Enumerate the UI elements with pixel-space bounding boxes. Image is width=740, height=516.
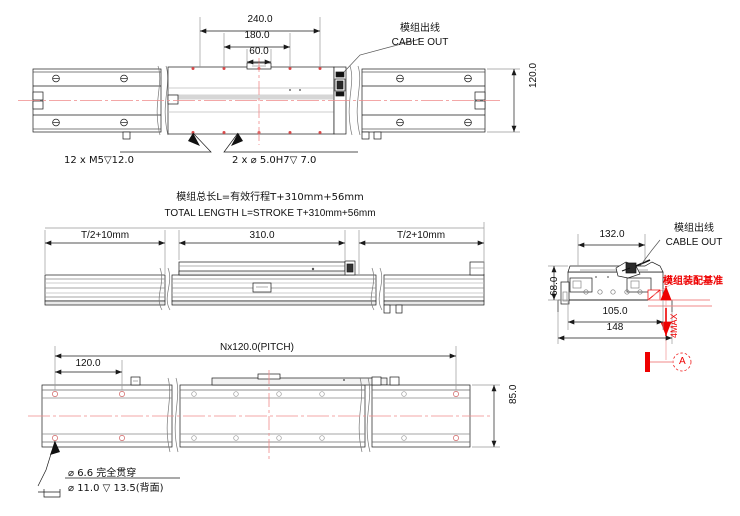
bottom-view-geometry bbox=[28, 370, 492, 460]
top-view-dimension-lines bbox=[199, 17, 520, 133]
dim-bottom-first-pitch: 120.0 bbox=[75, 358, 101, 369]
dim-bottom-height-85: 85.0 bbox=[508, 384, 519, 404]
cable-out-label-cn-top: 模组出线 bbox=[400, 23, 440, 34]
dim-front-right-segment: T/2+10mm bbox=[396, 230, 446, 241]
top-view-geometry bbox=[18, 58, 500, 145]
front-note-cn: 模组总长L=有效行程T+310mm+56mm bbox=[176, 192, 364, 203]
bottom-view-dimension-lines bbox=[54, 346, 500, 448]
dim-side-base-width-148: 148 bbox=[606, 322, 624, 333]
side-view-cable-leader bbox=[639, 239, 661, 267]
dim-front-left-segment: T/2+10mm bbox=[80, 230, 130, 241]
dim-bottom-pitch-total: Nx120.0(PITCH) bbox=[220, 342, 294, 353]
callout-dowel-holes: 2 x ⌀ 5.0H7▽ 7.0 bbox=[232, 155, 317, 166]
bottom-view-callout-leader bbox=[37, 440, 180, 498]
front-view-dimension-lines bbox=[44, 222, 485, 274]
dim-side-height-68: 68.0 bbox=[549, 276, 560, 296]
side-view-geometry bbox=[557, 259, 712, 372]
cable-out-label-en-top: CABLE OUT bbox=[391, 37, 449, 48]
dim-top-width-120: 120.0 bbox=[528, 62, 539, 88]
cable-out-label-en-side: CABLE OUT bbox=[665, 237, 723, 248]
datum-note-cn: 模组装配基准 bbox=[663, 276, 723, 287]
side-view-dimension-lines bbox=[548, 234, 673, 344]
cable-out-label-cn-side: 模组出线 bbox=[674, 223, 714, 234]
callout-through-hole: ⌀ 6.6 完全贯穿 bbox=[68, 468, 137, 479]
dim-front-center-310: 310.0 bbox=[249, 230, 275, 241]
front-view-geometry bbox=[44, 260, 485, 314]
dim-top-inner-60: 60.0 bbox=[249, 46, 269, 57]
callout-tapped-holes: 12 x M5▽12.0 bbox=[64, 155, 134, 166]
dim-top-middle-180: 180.0 bbox=[244, 30, 270, 41]
dim-side-mid-width-105: 105.0 bbox=[602, 306, 628, 317]
top-view-cable-leader bbox=[343, 38, 421, 73]
datum-symbol-a: A bbox=[679, 356, 686, 367]
front-note-en: TOTAL LENGTH L=STROKE T+310mm+56mm bbox=[164, 208, 376, 219]
dim-side-clearance-4max: 4MAX bbox=[669, 313, 679, 338]
dim-side-top-width-132: 132.0 bbox=[599, 229, 625, 240]
callout-counterbore: ⌀ 11.0 ▽ 13.5(背面) bbox=[68, 483, 164, 494]
dim-top-overall-240: 240.0 bbox=[247, 14, 273, 25]
top-view-callout-leaders bbox=[120, 132, 358, 153]
